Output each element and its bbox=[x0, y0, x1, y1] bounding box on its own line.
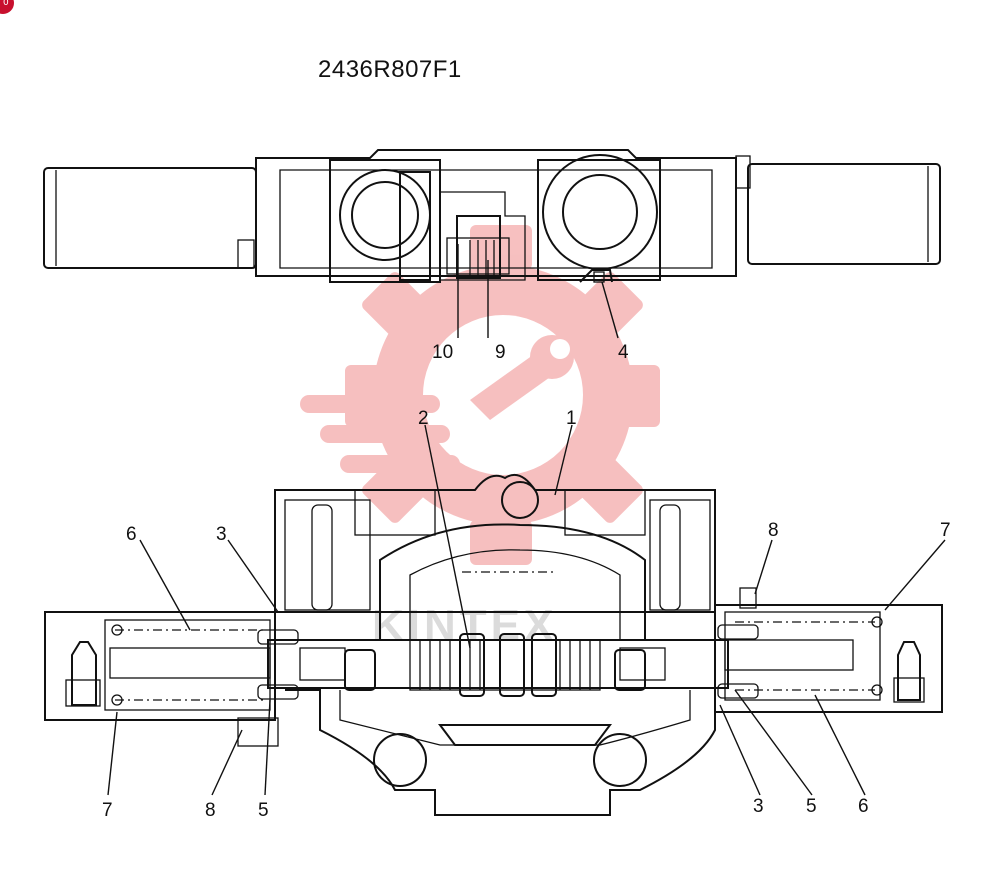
section-left-spring-chamber bbox=[104, 619, 271, 711]
callout-6-left: 6 bbox=[126, 524, 137, 545]
section-left-fitting bbox=[71, 641, 97, 706]
watermark-gear-body bbox=[373, 265, 633, 525]
callout-8-right: 8 bbox=[768, 520, 779, 541]
section-left-end-cap bbox=[44, 611, 276, 721]
section-left-bolt-hole bbox=[373, 733, 427, 787]
callout-2: 2 bbox=[418, 408, 429, 429]
callout-4: 4 bbox=[618, 342, 629, 363]
section-lower-body bbox=[285, 689, 716, 816]
top-right-port-housing bbox=[537, 159, 661, 281]
top-left-cylinder bbox=[43, 167, 257, 269]
callout-7-left: 7 bbox=[102, 800, 113, 821]
section-top-bore bbox=[501, 481, 539, 519]
callout-10: 10 bbox=[432, 342, 453, 363]
section-spool-grooves bbox=[409, 639, 601, 691]
callout-8-left: 8 bbox=[205, 800, 216, 821]
section-view: 2 1 6 3 8 7 7 8 5 3 5 6 bbox=[44, 408, 951, 821]
callout-3-right: 3 bbox=[753, 796, 764, 817]
watermark-gear-hole bbox=[423, 315, 583, 475]
part-number-title: 2436R807F1 bbox=[318, 56, 462, 83]
top-plunger bbox=[456, 215, 501, 279]
section-arch bbox=[379, 523, 646, 640]
callout-5-left: 5 bbox=[258, 800, 269, 821]
section-right-fitting bbox=[897, 641, 921, 701]
section-right-end-cap bbox=[714, 604, 943, 713]
watermark-wrench bbox=[470, 350, 560, 420]
top-seal-4 bbox=[579, 269, 613, 283]
top-right-cylinder bbox=[747, 163, 941, 265]
callout-7-right: 7 bbox=[940, 520, 951, 541]
top-left-port-housing bbox=[329, 159, 441, 283]
top-left-port bbox=[339, 169, 431, 261]
section-right-bolt-hole bbox=[593, 733, 647, 787]
callout-9: 9 bbox=[495, 342, 506, 363]
section-center-slot bbox=[438, 724, 612, 746]
corner-badge: 0 bbox=[0, 0, 14, 14]
watermark-text: KINTEX bbox=[372, 601, 557, 650]
watermark-speed-lines bbox=[300, 395, 460, 473]
callout-3-left: 3 bbox=[216, 524, 227, 545]
callout-1: 1 bbox=[566, 408, 577, 429]
callout-6-right: 6 bbox=[858, 796, 869, 817]
top-view: 10 9 4 bbox=[43, 149, 941, 363]
corner-badge-label: 0 bbox=[3, 0, 9, 8]
top-center-section bbox=[439, 191, 526, 281]
callout-5-right: 5 bbox=[806, 796, 817, 817]
top-valve-body bbox=[255, 149, 737, 277]
top-right-port bbox=[542, 154, 658, 270]
